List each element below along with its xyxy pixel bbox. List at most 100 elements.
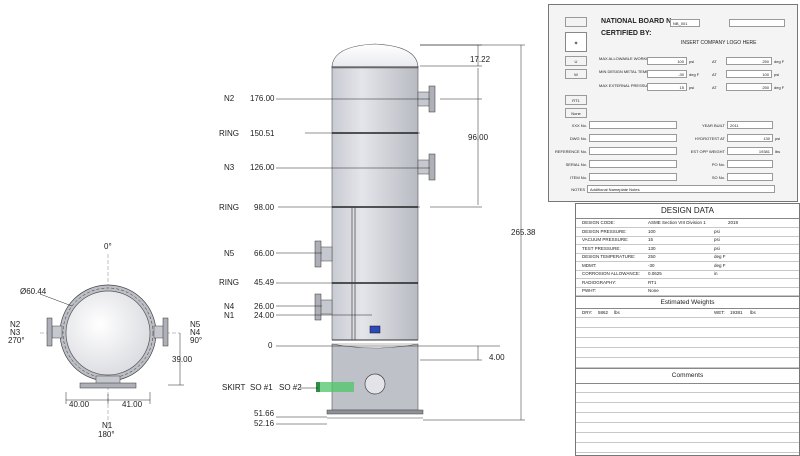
est-weight-unit: lbs: [775, 149, 781, 154]
comment-row-7[interactable]: [576, 443, 799, 453]
design-row-value: 0.0625: [648, 271, 662, 276]
label-n1: N1: [224, 311, 235, 320]
plan-left-angle: 270°: [8, 336, 25, 345]
stamp-u-button[interactable]: U: [565, 56, 587, 66]
elev-n3: 126.00: [250, 163, 275, 172]
national-board-label: NATIONAL BOARD No:: [601, 18, 678, 25]
so-no-label: SO No.: [711, 175, 725, 180]
certified-by-label: CERTIFIED BY:: [601, 30, 652, 37]
label-so2: SO #2: [279, 383, 302, 392]
elev-skirt1: 51.66: [254, 409, 275, 418]
stamp-w-button[interactable]: W: [565, 69, 587, 79]
design-row-label: MDMT:: [582, 262, 597, 268]
design-row-unit: 2019: [728, 220, 739, 225]
blank-row-5: [576, 358, 799, 368]
item-no-field[interactable]: [589, 173, 677, 181]
hydrotest-field[interactable]: 130: [727, 134, 773, 142]
nozzle-n5: [314, 240, 333, 268]
plan-dim-height: 39.00: [172, 355, 193, 364]
stamp-slot-blank[interactable]: [565, 17, 587, 27]
design-row: RADIOGRAPHY:RT1: [576, 279, 799, 288]
notes-field[interactable]: Additional Nameplate Notes: [587, 185, 775, 193]
design-row-label: RADIOGRAPHY:: [582, 279, 617, 285]
design-row-unit: psi: [714, 237, 720, 242]
ext-temp-field[interactable]: 250: [726, 83, 772, 91]
plan-view: [39, 254, 184, 430]
label-so1: SO #1: [250, 383, 273, 392]
design-row-value: 250: [648, 254, 656, 259]
mdmt-field[interactable]: -30: [647, 70, 687, 78]
elev-ring3: 45.49: [254, 278, 275, 287]
company-logo-placeholder: INSERT COMPANY LOGO HERE: [681, 40, 757, 46]
comment-row-3[interactable]: [576, 403, 799, 413]
elev-n2: 176.00: [250, 94, 275, 103]
design-row-label: DESIGN PRESSURE:: [582, 228, 627, 234]
dim-overall: 265.38: [511, 228, 536, 237]
stamp-pwht-button[interactable]: None: [565, 108, 587, 118]
dry-unit: lbs: [614, 310, 620, 315]
mawp-unit: psi: [689, 59, 695, 64]
ext-at: AT: [712, 85, 717, 90]
label-ring3: RING: [219, 278, 239, 287]
hydrotest-unit: psi: [775, 136, 781, 141]
po-no-field[interactable]: [727, 160, 773, 168]
serial-no-field[interactable]: [589, 160, 677, 168]
plan-diameter: Ø60.44: [20, 287, 47, 296]
nameplate-panel: ◈ U W RT1 None NATIONAL BOARD No: NB_001…: [548, 4, 798, 202]
xxx-no-label: XXX No.: [571, 123, 587, 128]
design-row-value: -30: [648, 262, 655, 268]
design-data-panel: DESIGN DATA DESIGN CODE:ASME Section VII…: [575, 203, 800, 456]
nozzle-n4: [314, 293, 333, 321]
elev-zero: 0: [268, 341, 273, 350]
mdmt-at: AT: [712, 72, 717, 77]
plan-dim-right: 41.00: [122, 400, 143, 409]
plan-dim-left: 40.00: [69, 400, 90, 409]
mawp-field[interactable]: 100: [647, 57, 687, 65]
year-built-field[interactable]: 2011: [727, 121, 773, 129]
reference-no-field[interactable]: [589, 147, 677, 155]
mdmt-press-field[interactable]: 100: [726, 70, 772, 78]
dry-value: 5862: [598, 310, 609, 315]
label-skirt: SKIRT: [222, 383, 246, 392]
design-row-label: PWHT:: [582, 288, 596, 293]
dwg-no-field[interactable]: [589, 134, 677, 142]
label-ring1: RING: [219, 129, 239, 138]
nameplate: [369, 325, 381, 334]
label-n3: N3: [224, 163, 235, 172]
wet-label: WET:: [714, 310, 725, 315]
comments-title: Comments: [576, 368, 799, 384]
vessel-skirt: [316, 343, 424, 419]
stamp-rt-button[interactable]: RT1: [565, 95, 587, 105]
weights-title: Estimated Weights: [576, 296, 799, 309]
serial-no-label: SERIAL No.: [565, 162, 587, 167]
mawp-temp-field[interactable]: 250: [726, 57, 772, 65]
xxx-no-field[interactable]: [589, 121, 677, 129]
comment-row-5[interactable]: [576, 423, 799, 433]
comment-row-1[interactable]: [576, 383, 799, 393]
reference-no-label: REFERENCE No.: [555, 149, 588, 154]
dim-mid: 96.00: [468, 133, 489, 142]
comment-row-4[interactable]: [576, 413, 799, 423]
top-head: [331, 43, 419, 69]
design-row-value: 100: [648, 228, 656, 234]
comment-row-6[interactable]: [576, 433, 799, 443]
ext-field[interactable]: 15: [647, 83, 687, 91]
comment-row-2[interactable]: [576, 393, 799, 403]
mdmt-unit: deg F: [689, 72, 700, 77]
est-weight-field[interactable]: 19381: [727, 147, 773, 155]
so-no-field[interactable]: [727, 173, 773, 181]
label-ring2: RING: [219, 203, 239, 212]
nozzle-n3: [417, 153, 436, 181]
design-row: PWHT:None: [576, 287, 799, 296]
national-board-extra-field[interactable]: [729, 19, 785, 27]
national-board-field[interactable]: NB_001: [670, 19, 700, 27]
plan-bottom-angle: 180°: [98, 430, 115, 439]
design-data-title: DESIGN DATA: [576, 204, 799, 219]
elev-n5: 66.00: [254, 249, 275, 258]
hydrotest-label: HYDROTEST AT: [694, 136, 725, 141]
design-row-unit: deg F: [714, 254, 726, 259]
design-row-value: 130: [648, 245, 656, 251]
elev-ring2: 98.00: [254, 203, 275, 212]
